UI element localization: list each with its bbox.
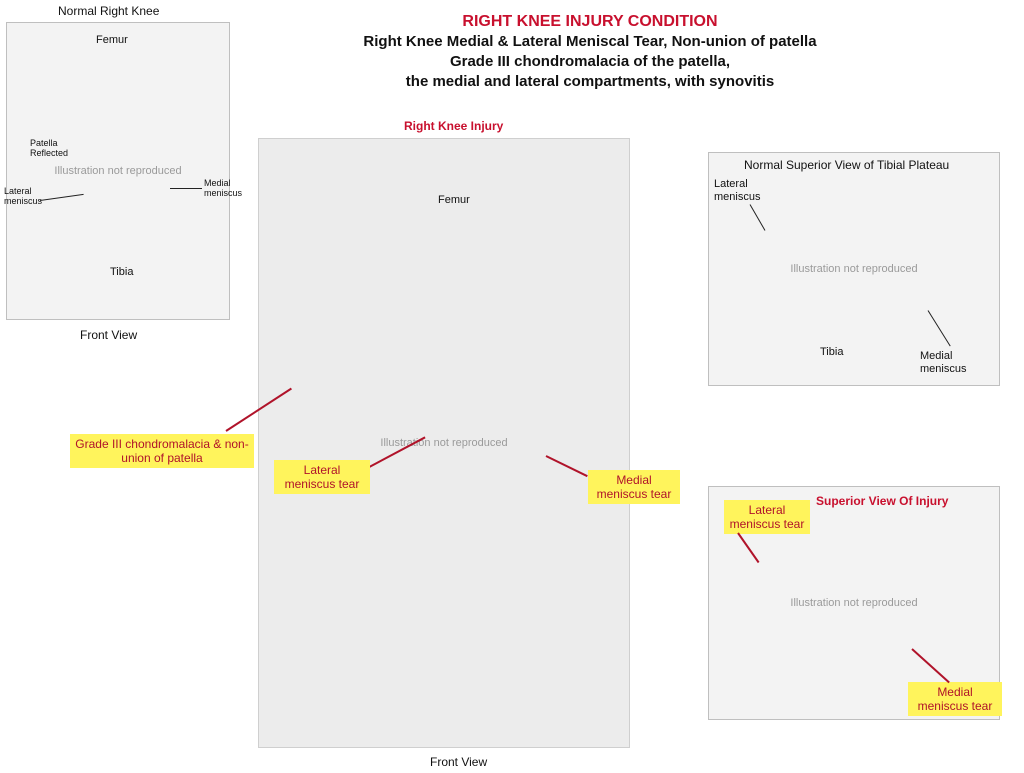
tibial-tibia-label: Tibia	[820, 346, 844, 358]
normal-femur-label: Femur	[96, 34, 128, 46]
normal-front-view-caption: Front View	[80, 328, 138, 342]
injury-panel: Illustration not reproduced	[258, 138, 630, 748]
subtitle-line-3: the medial and lateral compartments, wit…	[405, 73, 775, 90]
injury-front-view-caption: Front View	[430, 755, 488, 769]
normal-knee-panel: Illustration not reproduced	[6, 22, 230, 320]
patella-reflected-label: Patella Reflected	[30, 138, 69, 158]
normal-medial-meniscus-label: Medial meniscus	[204, 178, 243, 198]
subtitle-line-1: Right Knee Medial & Lateral Meniscal Tea…	[363, 33, 817, 50]
normal-tibia-label: Tibia	[110, 266, 134, 278]
tibial-normal-title: Normal Superior View of Tibial Plateau	[744, 158, 950, 172]
tibial-injury-title: Superior View Of Injury	[816, 494, 949, 508]
patella-callout: Grade III chondromalacia & non-union of …	[70, 434, 254, 468]
tibial-lateral-tear-callout: Lateral meniscus tear	[724, 500, 810, 534]
normal-medial-meniscus-leader	[170, 188, 202, 189]
page-title: RIGHT KNEE INJURY CONDITION	[462, 13, 718, 30]
placeholder-note: Illustration not reproduced	[54, 165, 182, 177]
subtitle-line-2: Grade III chondromalacia of the patella,	[449, 53, 731, 70]
title-block: RIGHT KNEE INJURY CONDITION Right Knee M…	[300, 12, 880, 92]
normal-lateral-meniscus-label: Lateral meniscus	[4, 186, 43, 206]
tibial-lateral-meniscus-label: Lateral meniscus	[714, 178, 761, 203]
injury-title: Right Knee Injury	[404, 119, 504, 133]
tibial-medial-tear-callout: Medial meniscus tear	[908, 682, 1002, 716]
injury-femur-label: Femur	[438, 194, 470, 206]
lateral-tear-callout: Lateral meniscus tear	[274, 460, 370, 494]
normal-knee-title: Normal Right Knee	[58, 4, 160, 18]
tibial-medial-meniscus-label: Medial meniscus	[920, 350, 967, 375]
placeholder-note: Illustration not reproduced	[790, 597, 918, 609]
placeholder-note: Illustration not reproduced	[380, 437, 508, 449]
tibial-normal-panel: Illustration not reproduced	[708, 152, 1000, 386]
medial-tear-callout: Medial meniscus tear	[588, 470, 680, 504]
placeholder-note: Illustration not reproduced	[790, 263, 918, 275]
